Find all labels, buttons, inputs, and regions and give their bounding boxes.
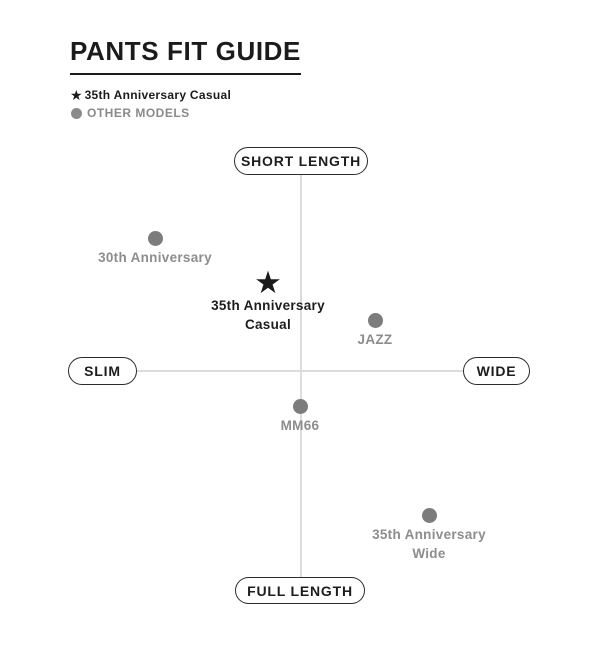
axis-label-full-length: FULL LENGTH: [235, 577, 365, 604]
legend-label-star: 35th Anniversary Casual: [84, 88, 232, 102]
horizontal-axis-line: [137, 370, 463, 372]
page-title: PANTS FIT GUIDE: [70, 36, 301, 75]
star-marker-icon: ★: [254, 265, 282, 300]
star-icon: ★: [70, 87, 83, 103]
dot-marker-icon: [292, 398, 308, 414]
dot-marker-icon: [367, 312, 383, 328]
legend-item-other-models: OTHER MODELS: [70, 105, 231, 121]
dot-marker-icon: [421, 507, 437, 523]
dot-icon: [71, 107, 82, 119]
legend-item-35th-anniversary-casual: ★ 35th Anniversary Casual: [70, 87, 231, 103]
point-label: JAZZ: [357, 332, 393, 347]
legend: ★ 35th Anniversary Casual OTHER MODELS: [70, 87, 231, 123]
point-label: MM66: [280, 418, 320, 433]
axis-label-wide: WIDE: [463, 357, 530, 385]
point-label: 30th Anniversary: [98, 250, 212, 265]
vertical-axis-line: [300, 172, 302, 578]
legend-label-other-models: OTHER MODELS: [87, 106, 190, 120]
axis-label-short-length: SHORT LENGTH: [234, 147, 368, 175]
dot-marker-icon: [147, 230, 163, 246]
axis-label-slim: SLIM: [68, 357, 137, 385]
